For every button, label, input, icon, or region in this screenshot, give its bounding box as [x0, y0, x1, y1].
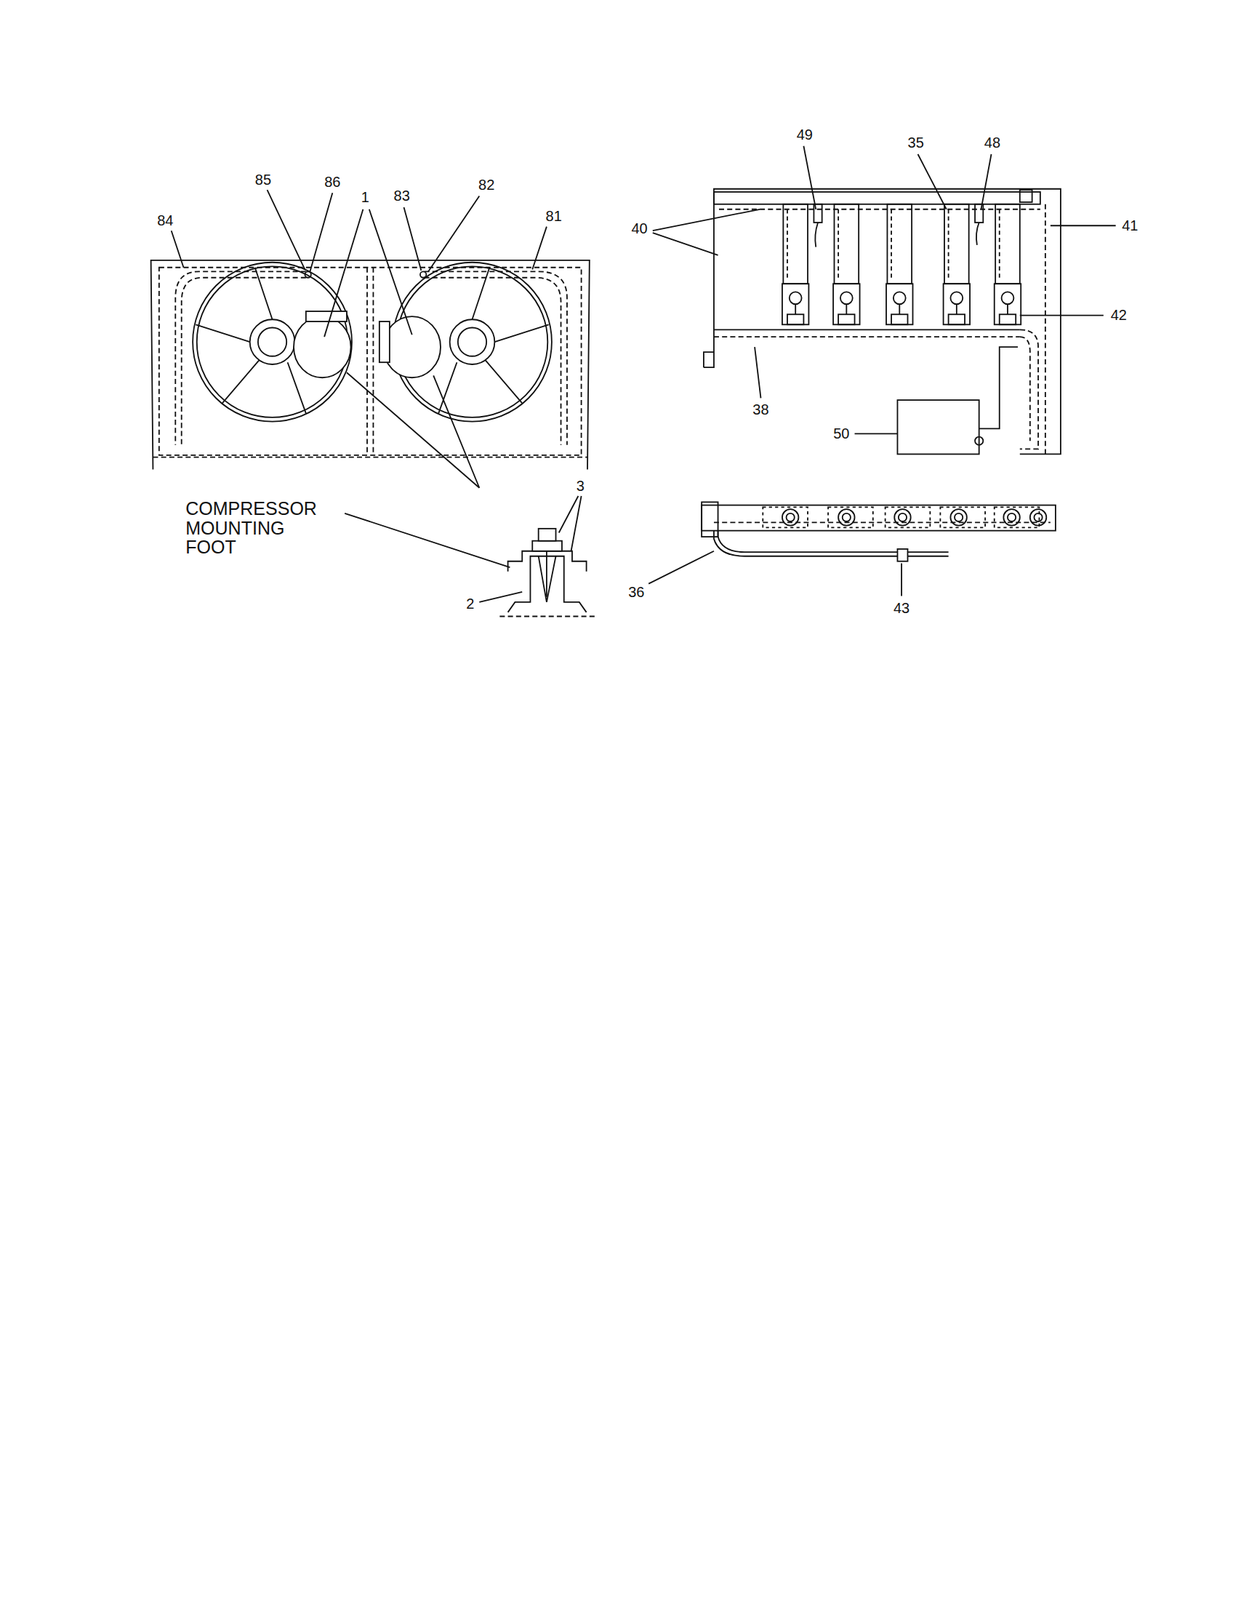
burner — [886, 204, 913, 325]
orifice — [1003, 508, 1020, 525]
callout-number: 3 — [576, 477, 585, 494]
callout-number: 1 — [361, 189, 370, 206]
callout-number: 83 — [394, 187, 411, 204]
part-label: COMPRESSOR MOUNTING FOOT — [185, 498, 317, 557]
callout-number: 41 — [1121, 217, 1138, 234]
callout-number: 35 — [908, 134, 925, 151]
callout-number: 49 — [796, 126, 813, 143]
callout-number: 36 — [628, 583, 645, 600]
callout-number: 2 — [466, 595, 475, 612]
callout-number: 86 — [324, 173, 341, 190]
callout-number: 50 — [833, 425, 850, 442]
condenser-unit — [151, 189, 597, 616]
callout-number: 38 — [752, 401, 769, 418]
callout-number: 40 — [631, 220, 648, 237]
burner — [943, 204, 970, 325]
orifice — [782, 508, 799, 525]
callout-number: 42 — [1110, 306, 1127, 323]
burner — [994, 204, 1021, 325]
callout-number: 48 — [984, 134, 1001, 151]
burner — [833, 204, 860, 325]
burner — [782, 204, 809, 325]
orifice — [950, 508, 967, 525]
orifice — [1030, 508, 1047, 525]
orifice — [894, 508, 911, 525]
callout-number: 85 — [255, 171, 272, 188]
callout-number: 82 — [478, 176, 495, 193]
callout-number: 81 — [545, 207, 562, 224]
manifold — [648, 501, 1056, 596]
burner-assembly — [652, 146, 1116, 455]
mounting-foot-detail — [499, 528, 597, 617]
callout-number: 43 — [893, 599, 910, 616]
callout-number: 84 — [157, 212, 174, 229]
orifice — [838, 508, 855, 525]
